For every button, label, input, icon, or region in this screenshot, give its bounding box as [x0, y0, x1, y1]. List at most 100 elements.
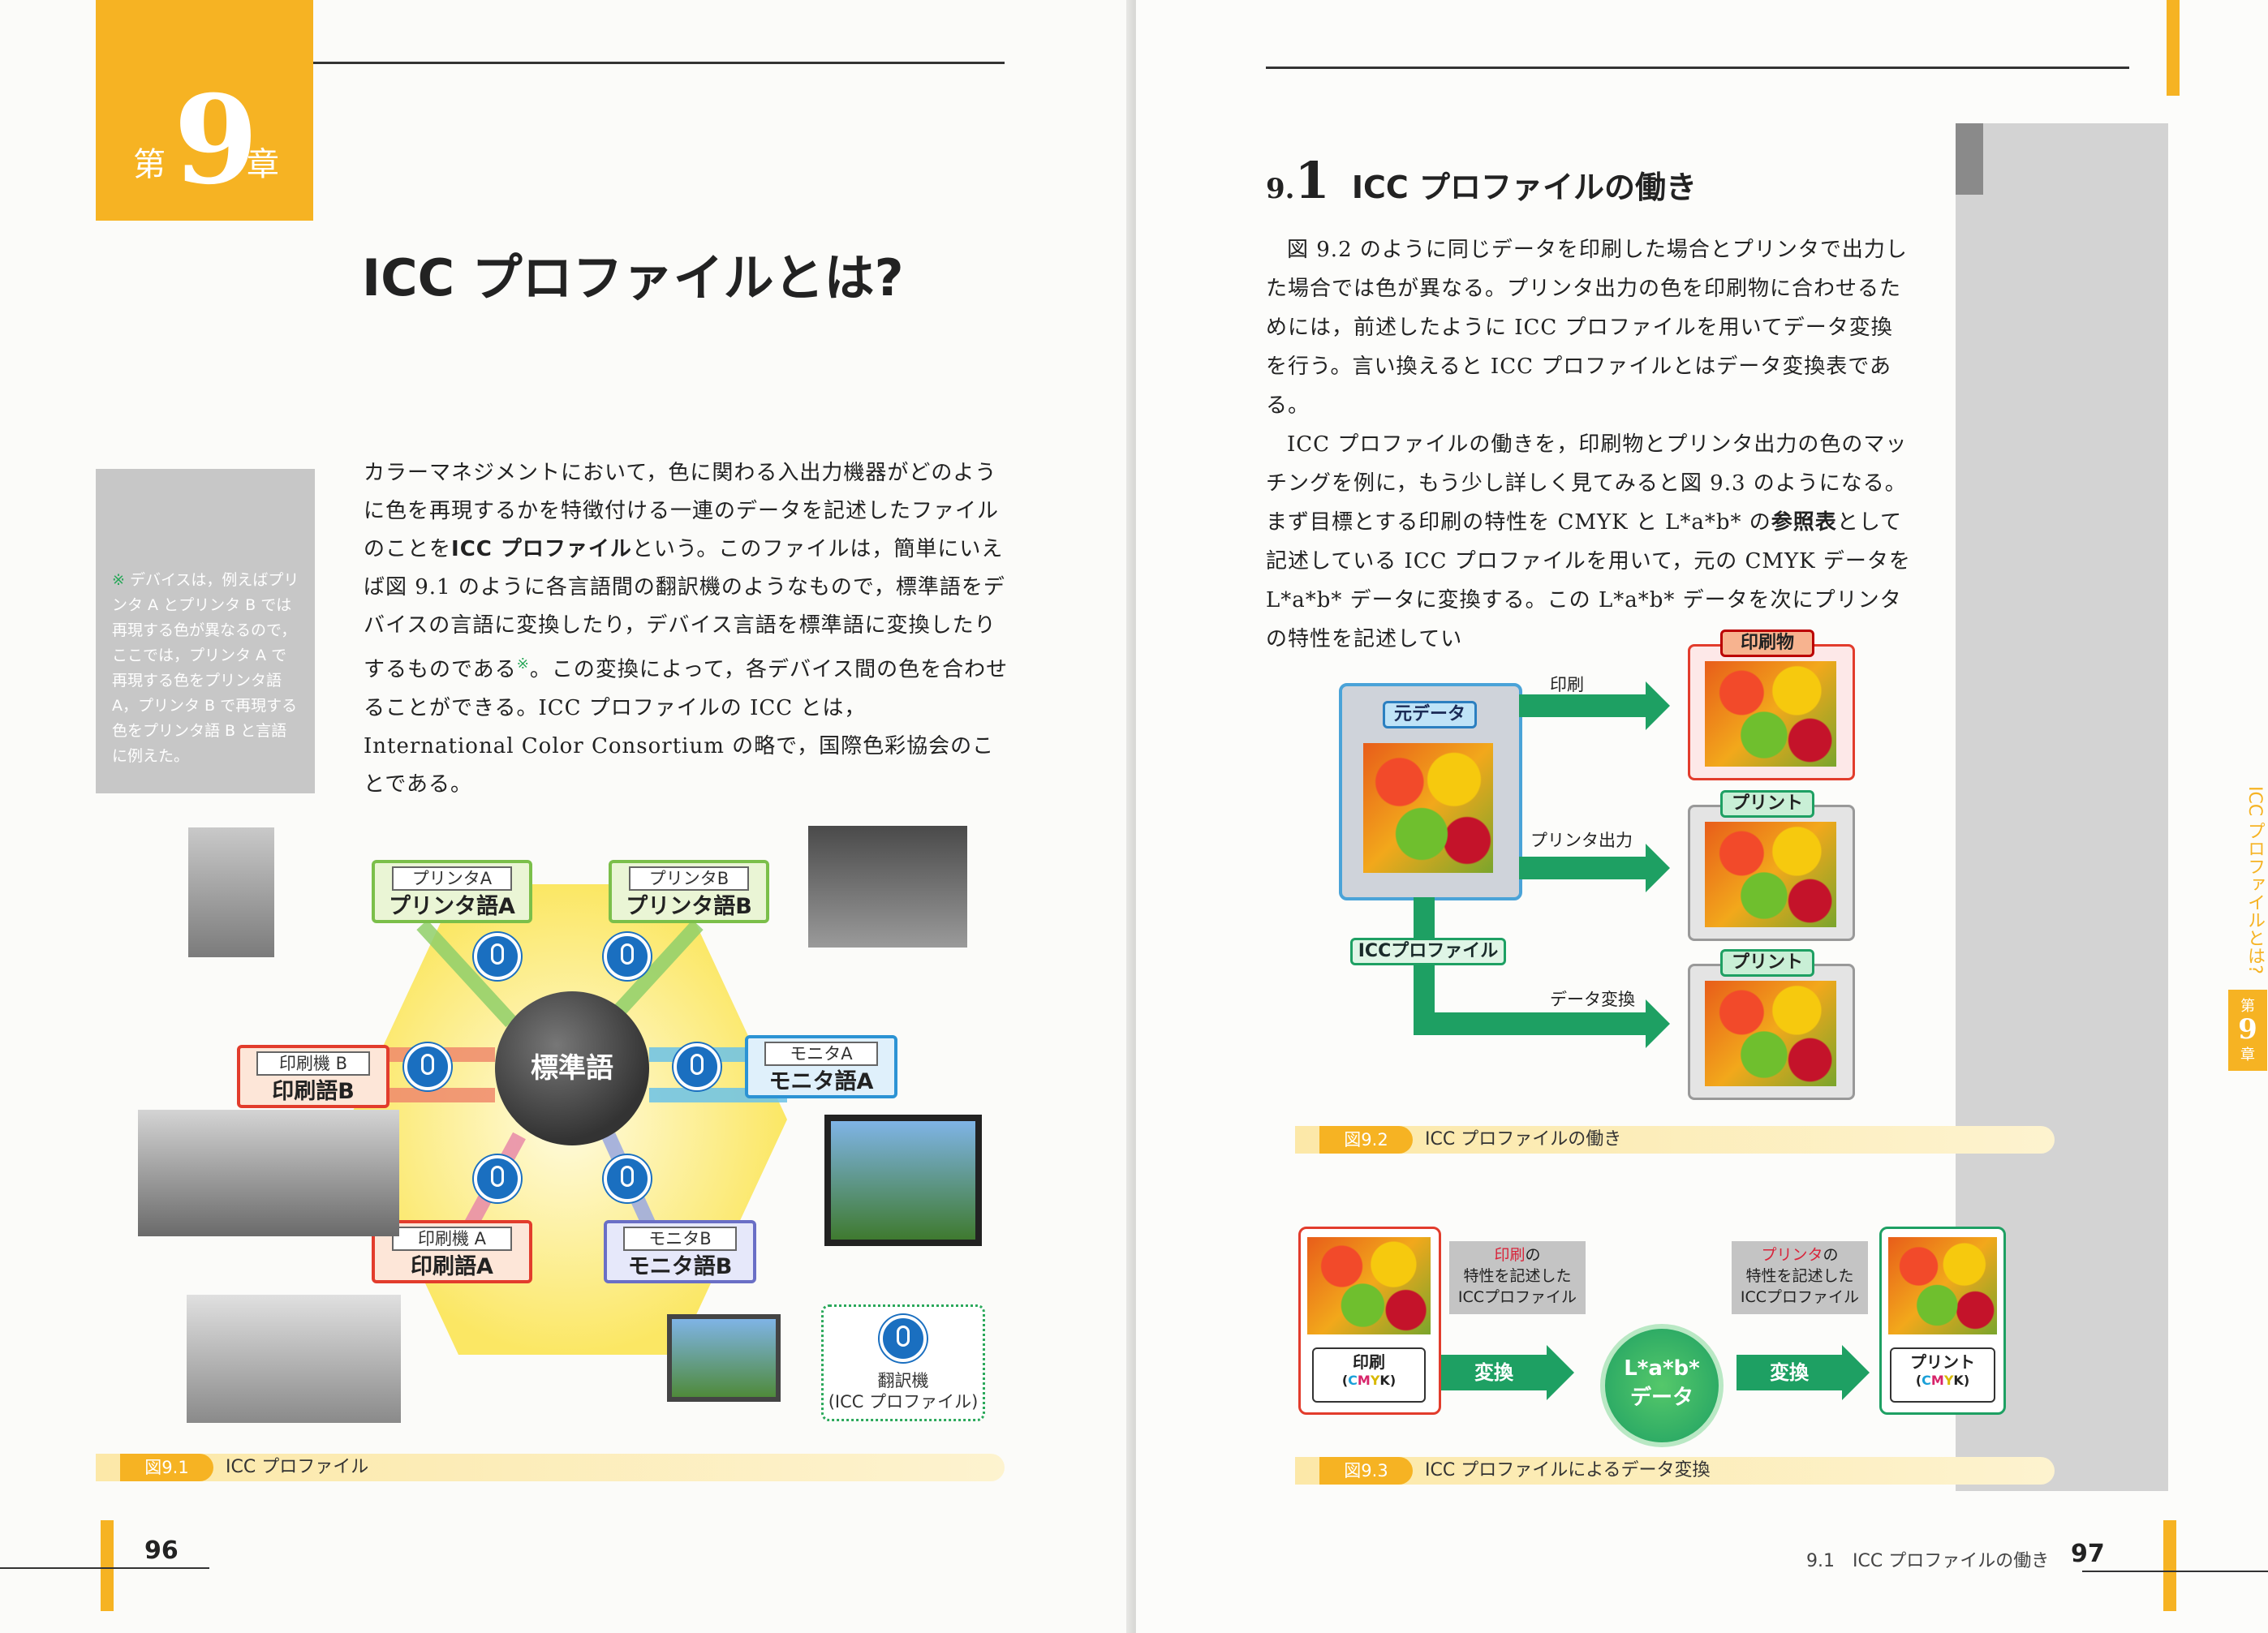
side-note: ※ デバイスは，例えばプリンタ A とプリンタ B では再現する色が異なるので，… [96, 469, 315, 793]
printer-profile-line1: プリンタの [1732, 1244, 1868, 1266]
note-mark: ※ [112, 571, 125, 589]
source-data-label: 元データ [1383, 701, 1477, 728]
print-profile-line3: ICCプロファイル [1457, 1288, 1577, 1306]
body-p2a: ICC プロファイルの働きを，印刷物とプリンタ出力の色のマッチングを例に，もう少… [1266, 432, 1908, 535]
printer-b-box: プリンタB プリンタ語B [609, 860, 769, 923]
printer-a-box: プリンタA プリンタ語A [372, 860, 532, 923]
black-badge: K [1953, 1373, 1964, 1388]
language-label: プリンタ語B [626, 894, 752, 919]
print-label-text: 印刷 [1353, 1352, 1385, 1372]
print-source-panel: 印刷 (CMYK) [1298, 1227, 1441, 1415]
section-title: ICC プロファイルの働き [1351, 170, 1698, 205]
printer-b-image [808, 826, 967, 948]
note-body: デバイスは，例えばプリンタ A とプリンタ B では再現する色が異なるので，ここ… [112, 571, 299, 765]
arrow-print-label: 印刷 [1550, 675, 1584, 694]
print-profile-suffix: の [1525, 1246, 1541, 1264]
device-label: 印刷機 A [391, 1227, 513, 1251]
lab-data-label: データ [1629, 1386, 1693, 1410]
icc-profile-label: ICCプロファイル [1350, 938, 1506, 965]
figure-9-3: 印刷 (CMYK) 変換 印刷の 特性を記述した ICCプロファイル L*a*b… [1298, 1227, 2077, 1447]
fruit-photo [1363, 743, 1493, 873]
output-printer-panel [1688, 805, 1855, 941]
section-number-main: 1 [1294, 151, 1330, 210]
microphone-icon [674, 1043, 721, 1090]
device-label: 印刷機 B [256, 1051, 371, 1076]
magenta-badge: M [1357, 1373, 1371, 1388]
figure-9-1: 標準語 プリンタA プリンタ語A プリンタB プリンタ語B 印刷機 B 印刷語B… [114, 811, 1006, 1444]
figure-9-2: 元データ 印刷 プリンタ出力 データ変換 ICCプロファイル 印刷物 プリント … [1339, 625, 2150, 1111]
print-profile-box: 印刷の 特性を記述した ICCプロファイル [1449, 1241, 1586, 1314]
legend-box: 翻訳機 (ICC プロファイル) [821, 1304, 985, 1421]
arrow-head [1646, 844, 1670, 892]
microphone-icon [474, 933, 521, 980]
device-label: モニタA [764, 1042, 879, 1066]
caption-text: ICC プロファイルによるデータ変換 [1425, 1460, 1711, 1480]
cmyk-badges: (CMYK) [1915, 1373, 1970, 1388]
body-paragraph-2: ICC プロファイルの働きを，印刷物とプリンタ出力の色のマッチングを例に，もう少… [1266, 425, 1913, 659]
microphone-icon [880, 1315, 927, 1362]
lab-data-circle: L*a*b* データ [1600, 1324, 1724, 1447]
margin-band-mark [1956, 123, 1983, 195]
side-chapter-tab: 第 9 章 [2228, 990, 2267, 1071]
figure-9-3-caption: 図9.3 ICC プロファイルによるデータ変換 [1295, 1457, 2055, 1485]
side-chapter-suffix: 章 [2240, 1046, 2255, 1064]
chapter-suffix: 章 [247, 146, 279, 183]
print-profile-line1: 印刷の [1449, 1244, 1586, 1266]
microphone-icon [604, 933, 651, 980]
arrow-data-conversion [1414, 1012, 1649, 1035]
footer-rule [2082, 1571, 2268, 1572]
chapter-title: ICC プロファイルとは? [362, 248, 904, 307]
printer-profile-line3: ICCプロファイル [1740, 1288, 1860, 1306]
monitor-a-image [824, 1115, 982, 1246]
body-p1d: 。この変換によって，各デバイス間の色を合わせることができる。ICC プロファイル… [364, 657, 1009, 797]
legend-label-2: (ICC プロファイル) [828, 1392, 979, 1412]
fruit-photo [1307, 1237, 1431, 1334]
side-note-text: ※ デバイスは，例えばプリンタ A とプリンタ B では再現する色が異なるので，… [112, 568, 300, 769]
print-output-panel: プリント (CMYK) [1879, 1227, 2006, 1415]
language-label: プリンタ語A [389, 894, 515, 919]
footer-rule [0, 1567, 209, 1569]
footnote-mark: ※ [516, 655, 530, 673]
press-b-image [138, 1110, 399, 1236]
device-label: プリンタB [628, 866, 750, 891]
arrow-head [1547, 1345, 1574, 1400]
fruit-photo [1705, 661, 1836, 767]
body-p1c: という。このファイルは，簡単にいえば図 9.1 のように各言語間の翻訳機のような… [364, 537, 1005, 682]
page-tab [2163, 1520, 2176, 1611]
print-label: プリント [1720, 949, 1814, 977]
side-running-title: ICC プロファイルとは? [2244, 786, 2265, 974]
side-chapter-number: 9 [2238, 1013, 2257, 1046]
caption-text: ICC プロファイル [226, 1457, 369, 1477]
print-profile-line2: 特性を記述した [1463, 1267, 1572, 1285]
printed-matter-label: 印刷物 [1720, 630, 1814, 657]
print-output-label-text: プリント [1910, 1352, 1975, 1372]
printer-profile-box: プリンタの 特性を記述した ICCプロファイル [1732, 1241, 1868, 1314]
arrow-data-conversion-label: データ変換 [1550, 990, 1635, 1009]
side-chapter-prefix: 第 [2240, 998, 2255, 1015]
microphone-icon [474, 1155, 521, 1202]
legend-label-1: 翻訳機 [877, 1371, 929, 1390]
yellow-badge: Y [1370, 1373, 1380, 1388]
printer-profile-red: プリンタ [1761, 1246, 1823, 1264]
fruit-photo [1888, 1237, 1997, 1334]
section-number-prefix: 9. [1266, 173, 1295, 205]
left-page: 第 9 章 ICC プロファイルとは? ※ デバイスは，例えばプリンタ A とプ… [0, 0, 1130, 1633]
figure-9-1-caption: 図9.1 ICC プロファイル [96, 1454, 1005, 1481]
cyan-badge: C [1922, 1373, 1931, 1388]
print-cmyk-label: 印刷 (CMYK) [1312, 1347, 1426, 1403]
press-a-image [187, 1295, 401, 1423]
arrow-head [1842, 1345, 1870, 1400]
monitor-b-image [667, 1314, 781, 1402]
print-output-cmyk-label: プリント (CMYK) [1890, 1347, 1995, 1403]
arrow-printer-output [1519, 857, 1649, 879]
magenta-badge: M [1930, 1373, 1944, 1388]
source-data-panel: 元データ [1339, 683, 1522, 900]
chapter-badge: 第 9 章 [96, 0, 313, 221]
monitor-b-box: モニタB モニタ語B [604, 1220, 756, 1283]
body-paragraph-1: 図 9.2 のように同じデータを印刷した場合とプリンタで出力した場合では色が異な… [1266, 238, 1908, 418]
fruit-photo [1705, 981, 1836, 1086]
language-label: 印刷語B [272, 1079, 355, 1104]
black-badge: K [1379, 1373, 1390, 1388]
page-number-right: 97 [2071, 1540, 2105, 1568]
page-tab [2167, 0, 2180, 96]
